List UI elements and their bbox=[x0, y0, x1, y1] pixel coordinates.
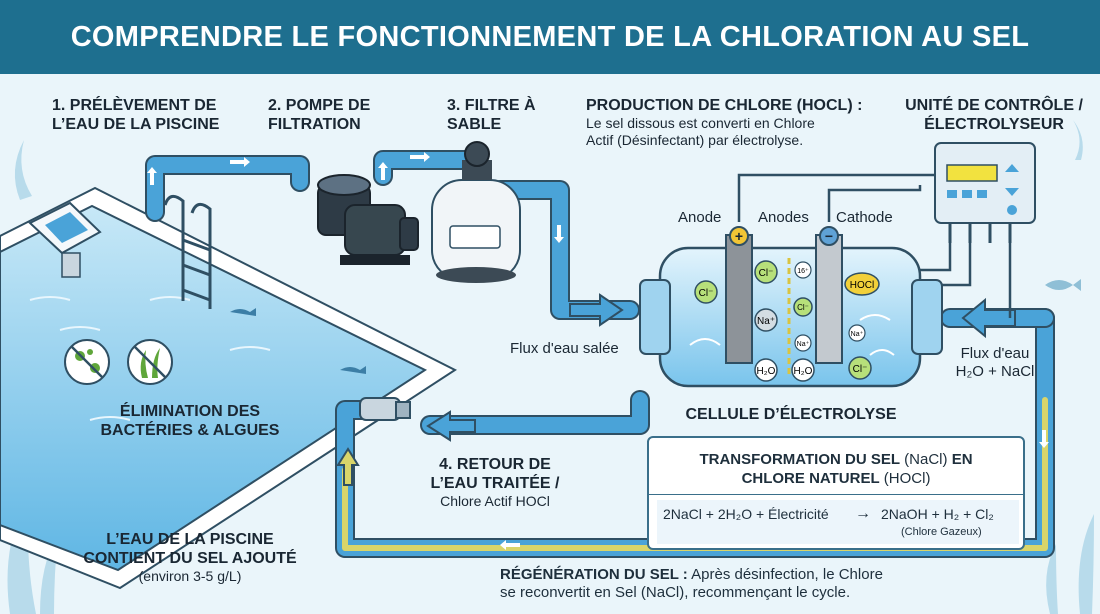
ion-h2o-1: H₂O bbox=[757, 366, 776, 377]
chlorination-diagram: + − Cl⁻ Cl⁻ Na⁺ H₂O H₂O Cl⁻ Na⁺ 16⁺ Na⁺ … bbox=[0, 120, 1094, 614]
elimination-label: ÉLIMINATION DES BACTÉRIES & ALGUES bbox=[80, 402, 300, 440]
control-unit-line2: ÉLECTROLYSEUR bbox=[924, 116, 1064, 133]
algae-elimination-icon bbox=[127, 339, 173, 385]
production-line1: Le sel dissous est converti en Chlore bbox=[586, 115, 815, 131]
step4-label: 4. RETOUR DE L’EAU TRAITÉE / Chlore Acti… bbox=[410, 455, 580, 510]
regeneration-line2: se reconvertit en Sel (NaCl), recommença… bbox=[500, 584, 851, 601]
step2-label: 2. POMPE DE FILTRATION bbox=[268, 96, 370, 134]
regeneration-line1: Après désinfection, le Chlore bbox=[691, 566, 883, 583]
ion-circles: Cl⁻ Cl⁻ Na⁺ H₂O H₂O Cl⁻ Na⁺ 16⁺ Na⁺ HOCl… bbox=[694, 260, 880, 382]
fish-icon bbox=[1045, 279, 1081, 291]
page-header: COMPRENDRE LE FONCTIONNEMENT DE LA CHLOR… bbox=[0, 0, 1100, 74]
electrolysis-cell-label: CELLULE D’ÉLECTROLYSE bbox=[685, 406, 897, 423]
direction-arrow-icons bbox=[336, 293, 1016, 486]
step4-line3: Chlore Actif HOCl bbox=[440, 493, 550, 509]
ion-small-1: 16⁺ bbox=[797, 268, 809, 275]
anodes-label: Anodes bbox=[758, 209, 809, 226]
transformation-title-b: (NaCl) bbox=[904, 451, 948, 468]
cathode-label: Cathode bbox=[836, 209, 893, 226]
step4-line2: L’EAU TRAITÉE / bbox=[430, 475, 560, 492]
filtration-pump-icon bbox=[317, 174, 419, 265]
seaweed-right-icon bbox=[1046, 120, 1094, 614]
production-description: PRODUCTION DE CHLORE (HOCl) : Le sel dis… bbox=[586, 96, 862, 149]
anode-electrode bbox=[725, 226, 753, 364]
pool-salt-line2: CONTIENT DU SEL AJOUTÉ bbox=[83, 550, 297, 567]
equation-note: (Chlore Gazeux) bbox=[901, 526, 982, 538]
ion-na-3: Na⁺ bbox=[851, 331, 864, 338]
inflow-line2: H₂O + NaCl bbox=[955, 363, 1035, 380]
pool-salt-label: L’EAU DE LA PISCINE CONTIENT DU SEL AJOU… bbox=[40, 530, 340, 585]
equation-arrow: → bbox=[855, 505, 871, 522]
inflow-label: Flux d'eau H₂O + NaCl bbox=[946, 345, 1044, 381]
step3-line2: SABLE bbox=[447, 116, 502, 133]
reaction-equation: 2NaCl + 2H₂O + Électricité → 2NaOH + H₂ … bbox=[657, 500, 1019, 544]
transformation-title-c: EN bbox=[951, 451, 973, 468]
ion-cl-2: Cl⁻ bbox=[759, 268, 774, 279]
regeneration-title: RÉGÉNÉRATION DU SEL : bbox=[500, 566, 688, 583]
step2-line1: 2. POMPE DE bbox=[268, 97, 371, 114]
equation-left: 2NaCl + 2H₂O + Électricité bbox=[663, 506, 829, 522]
transformation-title-e: (HOCl) bbox=[883, 470, 931, 487]
production-title: PRODUCTION DE CHLORE (HOCl) : bbox=[586, 97, 863, 114]
ladder-icon bbox=[163, 194, 212, 309]
elimination-line1: ÉLIMINATION DES bbox=[119, 403, 261, 420]
equation-right: 2NaOH + H₂ + Cl₂ bbox=[881, 506, 994, 522]
cathode-electrode bbox=[815, 226, 843, 364]
transformation-divider bbox=[649, 494, 1023, 495]
step1-line2: L’EAU DE LA PISCINE bbox=[52, 116, 220, 133]
anode-plus-sign: + bbox=[735, 228, 743, 244]
sand-filter-icon bbox=[431, 141, 521, 283]
transformation-box: TRANSFORMATION DU SEL (NaCl) EN CHLORE N… bbox=[647, 436, 1025, 550]
transformation-title: TRANSFORMATION DU SEL (NaCl) EN CHLORE N… bbox=[649, 450, 1023, 488]
electrode-polarity: + − bbox=[735, 228, 833, 244]
pool-salt-line3: (environ 3-5 g/L) bbox=[138, 568, 242, 584]
step3-label: 3. FILTRE À SABLE bbox=[447, 96, 536, 134]
elimination-line2: BACTÉRIES & ALGUES bbox=[100, 422, 280, 439]
page-title: COMPRENDRE LE FONCTIONNEMENT DE LA CHLOR… bbox=[70, 20, 1030, 53]
bacteria-elimination-icon bbox=[64, 339, 110, 385]
ion-cl-1: Cl⁻ bbox=[699, 288, 714, 299]
cathode-minus-sign: − bbox=[825, 228, 833, 244]
anode-label: Anode bbox=[678, 209, 722, 226]
step1-line1: 1. PRÉLÈVEMENT DE bbox=[52, 97, 217, 114]
ion-cl-4: Cl⁻ bbox=[853, 364, 868, 375]
transformation-title-a: TRANSFORMATION DU SEL bbox=[699, 451, 900, 468]
production-line2: Actif (Désinfectant) par électrolyse. bbox=[586, 132, 804, 148]
ion-cl-3: Cl⁻ bbox=[797, 303, 809, 312]
flow-arrows bbox=[147, 152, 1049, 550]
inflow-line1: Flux d'eau bbox=[960, 345, 1030, 362]
ion-na-2: Na⁺ bbox=[797, 341, 810, 348]
step1-label: 1. PRÉLÈVEMENT DE L’EAU DE LA PISCINE bbox=[52, 96, 219, 134]
salt-water-flow-label: Flux d'eau salée bbox=[510, 340, 619, 357]
ion-h2o-2: H₂O bbox=[794, 366, 813, 377]
control-unit-label: UNITÉ DE CONTRÔLE / ÉLECTROLYSEUR bbox=[888, 96, 1100, 134]
regeneration-text: RÉGÉNÉRATION DU SEL : Après désinfection… bbox=[500, 566, 1060, 602]
step3-line1: 3. FILTRE À bbox=[447, 97, 536, 114]
electrolysis-cell bbox=[639, 246, 943, 388]
control-unit-icon bbox=[934, 142, 1036, 243]
ion-hocl: HOCl bbox=[850, 280, 874, 291]
ion-na-1: Na⁺ bbox=[757, 316, 775, 327]
step2-line2: FILTRATION bbox=[268, 116, 361, 133]
control-unit-line1: UNITÉ DE CONTRÔLE / bbox=[905, 97, 1083, 114]
pool-salt-line1: L’EAU DE LA PISCINE bbox=[106, 531, 274, 548]
step4-line1: 4. RETOUR DE bbox=[439, 456, 551, 473]
transformation-title-d: CHLORE NATUREL bbox=[741, 470, 880, 487]
return-nozzle-icon bbox=[359, 397, 411, 421]
skimmer-icon bbox=[28, 201, 102, 278]
